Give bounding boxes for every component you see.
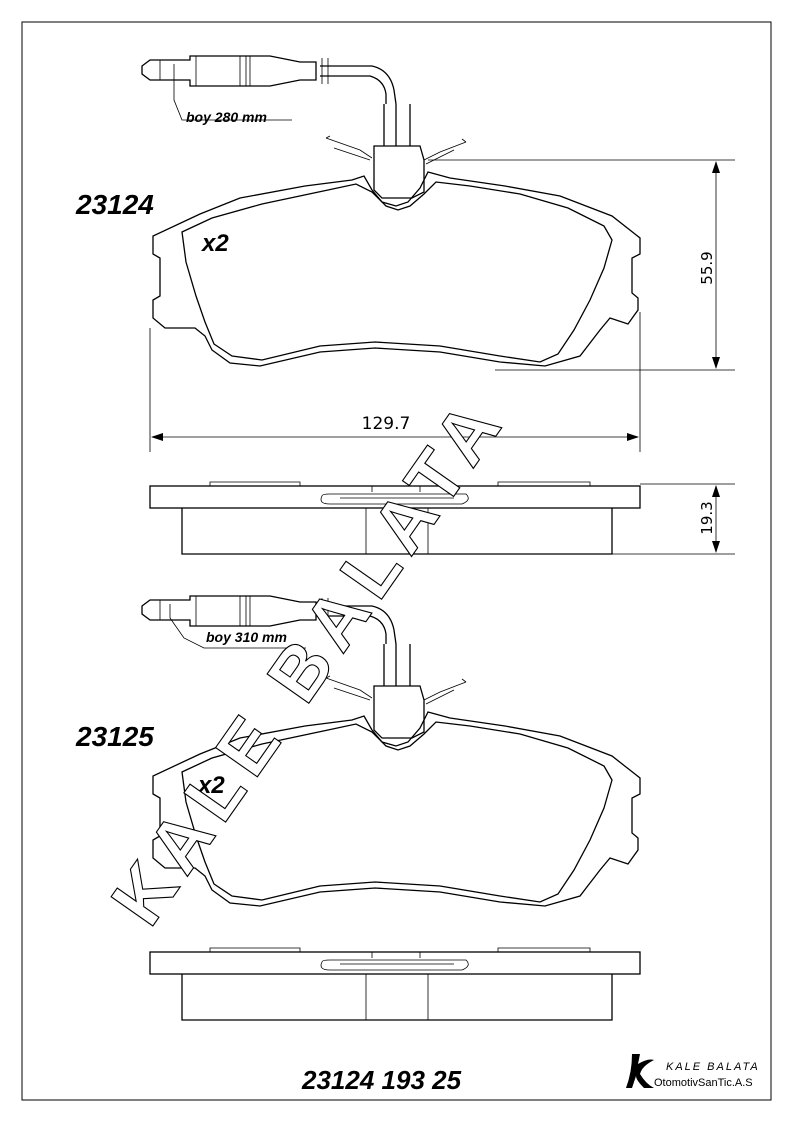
pad-drawing-23125: boy 310 mm 23125 x2 [75, 595, 641, 1021]
wire-length-label-2: boy 310 mm [206, 629, 287, 645]
footer-part-numbers: 23124 193 25 [301, 1065, 462, 1095]
page-border [21, 21, 772, 1101]
height-dimension-value: 55.9 [698, 251, 716, 284]
kale-logo-mark [626, 1054, 654, 1088]
thickness-dimension-value: 19.3 [698, 501, 716, 534]
pad-drawing-23124: boy 280 mm 23124 x2 55.9 129.7 19.3 [75, 55, 735, 555]
wire-length-label-1: boy 280 mm [186, 109, 267, 125]
logo-company-subtitle: OtomotivSanTic.A.S [654, 1077, 753, 1089]
watermark: KALE BALATA [95, 379, 522, 939]
part-code-1: 23124 [75, 189, 154, 220]
company-logo: KALE BALATA OtomotivSanTic.A.S [626, 1054, 760, 1089]
width-dimension-value: 129.7 [362, 414, 411, 434]
quantity-label-2: x2 [196, 772, 225, 799]
logo-company-name: KALE BALATA [666, 1061, 760, 1073]
quantity-label-1: x2 [200, 230, 229, 257]
part-code-2: 23125 [75, 721, 154, 752]
